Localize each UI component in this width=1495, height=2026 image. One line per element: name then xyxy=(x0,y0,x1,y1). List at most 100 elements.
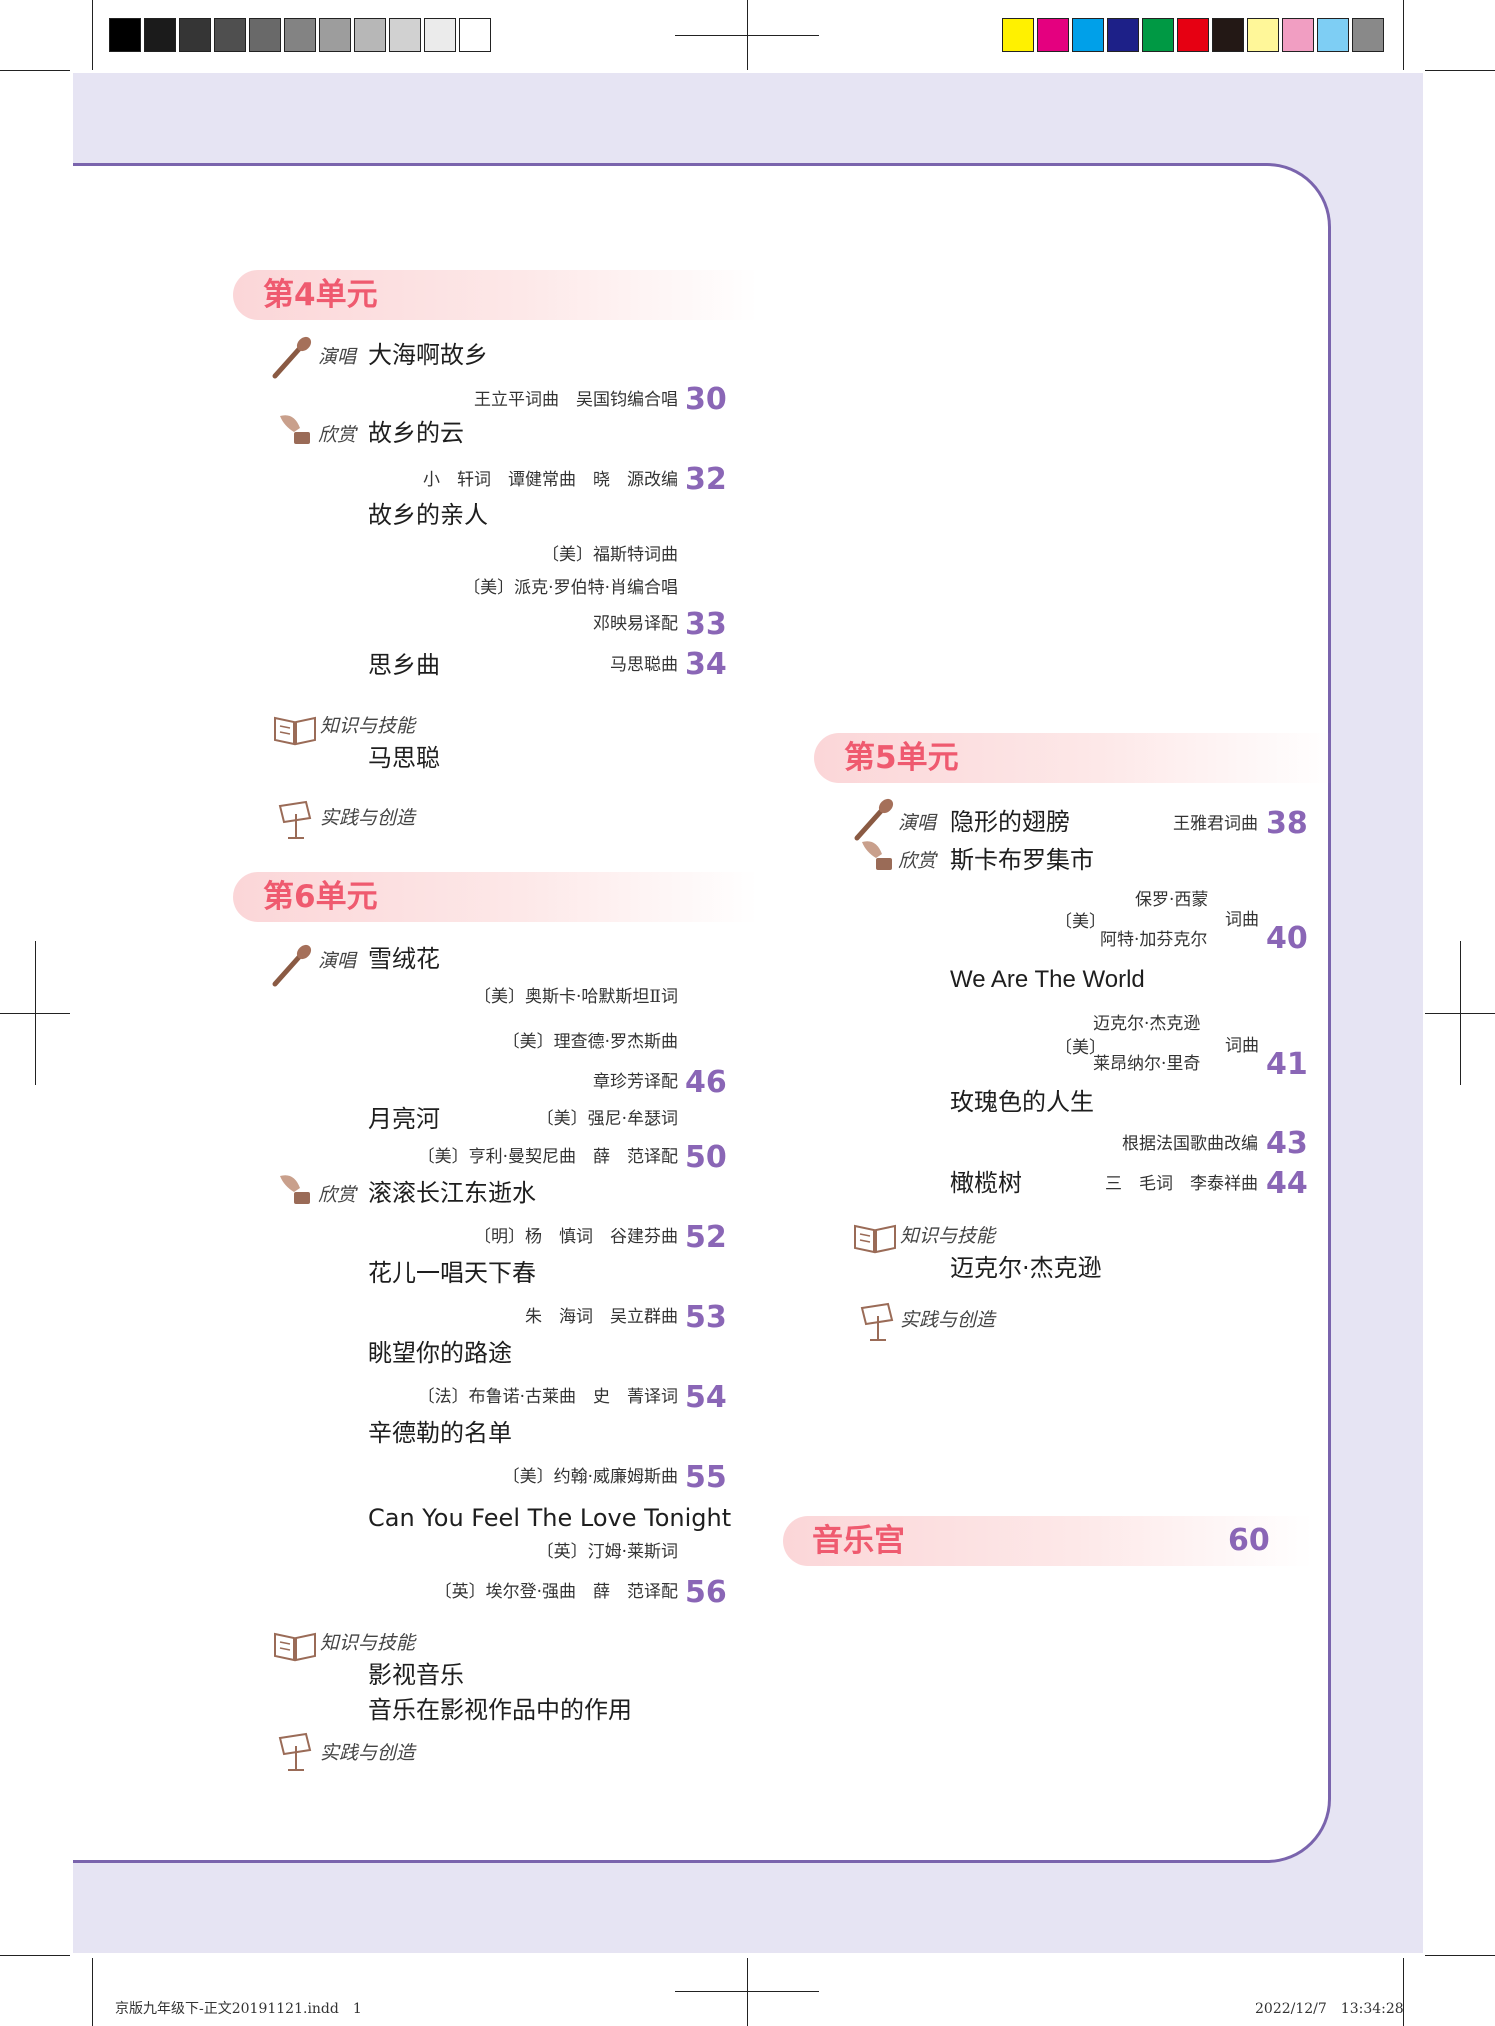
slug-datetime: 2022/12/7 13:34:28 xyxy=(1255,2001,1404,2017)
registration-swatch xyxy=(214,18,246,52)
appreciate-label: 欣赏 xyxy=(898,850,937,872)
open-book-icon xyxy=(274,716,316,746)
song-credit: 〔美〕强尼·牟瑟词 xyxy=(536,1109,678,1129)
page-number: 34 xyxy=(685,647,727,682)
practice-label: 实践与创造 xyxy=(320,807,416,829)
music-palace-title: 音乐宫 xyxy=(812,1523,905,1559)
knowledge-item: 迈克尔·杰克逊 xyxy=(950,1254,1102,1282)
song-title: Can You Feel The Love Tonight xyxy=(368,1504,732,1532)
song-title: 思乡曲 xyxy=(368,651,440,679)
song-credit: 小 轩词 谭健常曲 晓 源改编 xyxy=(423,470,678,490)
gramophone-icon xyxy=(862,841,892,870)
song-title: 雪绒花 xyxy=(368,945,440,973)
song-credit: 〔英〕埃尔登·强曲 薛 范译配 xyxy=(434,1582,678,1602)
slug-file: 京版九年级下-正文20191121.indd 1 xyxy=(115,2001,362,2017)
song-title: 玫瑰色的人生 xyxy=(950,1088,1094,1116)
page-number: 50 xyxy=(685,1140,727,1175)
song-credit: 马思聪曲 xyxy=(610,655,678,675)
unit5-title-bar xyxy=(814,733,1334,783)
song-title: We Are The World xyxy=(950,966,1145,993)
microphone-icon xyxy=(272,944,312,987)
music-palace-title-bar xyxy=(783,1516,1313,1566)
registration-swatch xyxy=(1317,18,1349,52)
unit4-title: 第4单元 xyxy=(263,277,378,313)
song-credit: 章珍芳译配 xyxy=(593,1072,678,1092)
page-number: 54 xyxy=(685,1380,727,1415)
song-credit: 〔美〕福斯特词曲 xyxy=(542,545,678,565)
page-number: 53 xyxy=(685,1300,727,1335)
composer-country: 〔美〕 xyxy=(1055,1038,1106,1058)
song-title: 大海啊故乡 xyxy=(368,341,488,369)
page-number: 44 xyxy=(1266,1166,1308,1201)
song-credit: 三 毛词 李泰祥曲 xyxy=(1105,1174,1258,1194)
composer-country: 〔美〕 xyxy=(1055,912,1106,932)
registration-swatch xyxy=(1177,18,1209,52)
song-title: 隐形的翅膀 xyxy=(950,808,1070,836)
registration-swatch xyxy=(1142,18,1174,52)
song-credit: 王雅君词曲 xyxy=(1173,814,1258,834)
unit6-title-bar xyxy=(233,872,758,922)
registration-swatch xyxy=(249,18,281,52)
unit4-title-bar xyxy=(233,270,758,320)
microphone-icon xyxy=(854,798,894,841)
registration-swatch xyxy=(459,18,491,52)
song-credit: 〔英〕汀姆·莱斯词 xyxy=(536,1542,678,1562)
song-title: 斯卡布罗集市 xyxy=(950,846,1094,874)
song-title: 故乡的云 xyxy=(368,419,464,447)
composer-name: 保罗·西蒙 xyxy=(1135,890,1209,910)
song-credit: 〔美〕约翰·威廉姆斯曲 xyxy=(502,1467,678,1487)
composer-name: 迈克尔·杰克逊 xyxy=(1093,1014,1201,1034)
content-card xyxy=(73,163,1331,1863)
registration-swatch xyxy=(1212,18,1244,52)
song-title: 月亮河 xyxy=(368,1105,440,1133)
perform-label: 演唱 xyxy=(318,950,357,972)
song-credit: 王立平词曲 吴国钧编合唱 xyxy=(474,390,678,410)
perform-label: 演唱 xyxy=(318,346,357,368)
knowledge-item: 影视音乐 xyxy=(368,1661,464,1689)
song-credit: 朱 海词 吴立群曲 xyxy=(525,1307,678,1327)
registration-swatch xyxy=(179,18,211,52)
registration-swatch xyxy=(1037,18,1069,52)
knowledge-label: 知识与技能 xyxy=(900,1225,996,1247)
song-credit: 〔美〕派克·罗伯特·肖编合唱 xyxy=(463,578,678,598)
registration-swatch xyxy=(1247,18,1279,52)
song-title: 故乡的亲人 xyxy=(368,501,488,529)
gramophone-icon xyxy=(280,415,310,444)
music-stand-icon xyxy=(860,1302,894,1341)
unit5-title: 第5单元 xyxy=(844,740,959,776)
page-number: 46 xyxy=(685,1065,727,1100)
song-title: 花儿一唱天下春 xyxy=(368,1259,536,1287)
page-number: 52 xyxy=(685,1220,727,1255)
registration-swatch xyxy=(1072,18,1104,52)
song-credit: 〔美〕奥斯卡·哈默斯坦Ⅱ词 xyxy=(474,987,678,1007)
registration-swatch xyxy=(109,18,141,52)
song-title: 辛德勒的名单 xyxy=(368,1419,512,1447)
unit6-title: 第6单元 xyxy=(263,879,378,915)
registration-swatch xyxy=(319,18,351,52)
song-credit: 〔法〕布鲁诺·古莱曲 史 菁译词 xyxy=(417,1387,678,1407)
page-number: 55 xyxy=(685,1460,727,1495)
page-number: 56 xyxy=(685,1575,727,1610)
registration-swatch xyxy=(1002,18,1034,52)
gramophone-icon xyxy=(280,1175,310,1204)
song-credit: 邓映易译配 xyxy=(593,614,678,634)
song-credit: 〔美〕理查德·罗杰斯曲 xyxy=(502,1032,678,1052)
song-credit: 〔明〕杨 慎词 谷建芬曲 xyxy=(474,1227,678,1247)
page-number: 32 xyxy=(685,462,727,497)
composer-role: 词曲 xyxy=(1225,1036,1259,1056)
music-stand-icon xyxy=(278,800,312,839)
knowledge-label: 知识与技能 xyxy=(320,715,416,737)
open-book-icon xyxy=(274,1632,316,1662)
registration-swatch xyxy=(1352,18,1384,52)
music-stand-icon xyxy=(278,1732,312,1771)
page-number: 38 xyxy=(1266,806,1308,841)
perform-label: 演唱 xyxy=(898,812,937,834)
knowledge-label: 知识与技能 xyxy=(320,1632,416,1654)
registration-swatch xyxy=(424,18,456,52)
song-credit: 〔美〕亨利·曼契尼曲 薛 范译配 xyxy=(417,1147,678,1167)
appreciate-label: 欣赏 xyxy=(318,424,357,446)
page-number: 33 xyxy=(685,607,727,642)
composer-role: 词曲 xyxy=(1225,910,1259,930)
practice-label: 实践与创造 xyxy=(320,1742,416,1764)
registration-swatch xyxy=(354,18,386,52)
